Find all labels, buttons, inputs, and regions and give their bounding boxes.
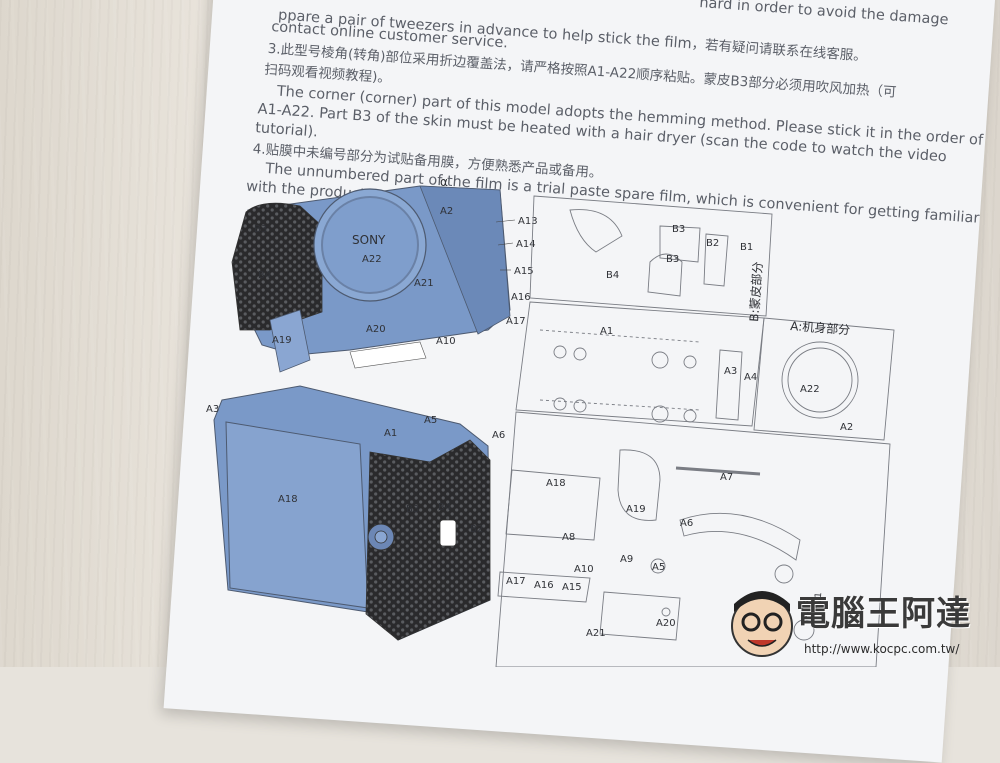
- front-label-a15: A15: [514, 266, 534, 277]
- camera-front-illustration: SONY α B3 B4 A22 A2 A21 A20 A19 A10 A13 …: [231, 175, 538, 373]
- film-label-b3-b: B3: [666, 254, 679, 265]
- front-label-b4: B4: [258, 270, 271, 281]
- film-label-a1: A1: [600, 326, 613, 337]
- front-label-a17: A17: [506, 316, 526, 327]
- front-label-a21: A21: [414, 278, 434, 289]
- film-label-a6: A6: [680, 518, 693, 529]
- film-label-b4: B4: [606, 270, 619, 281]
- film-label-a10: A10: [574, 564, 594, 575]
- back-label-a6: A6: [492, 430, 505, 441]
- front-label-a13: A13: [518, 216, 538, 227]
- back-label-b3: B3: [406, 504, 419, 515]
- film-label-a7: A7: [720, 472, 733, 483]
- film-label-a16: A16: [534, 580, 554, 591]
- back-label-a3: A3: [206, 404, 219, 415]
- back-label-b2: B2: [470, 524, 483, 535]
- film-label-a3: A3: [724, 366, 737, 377]
- watermark-url: http://www.kocpc.com.tw/: [804, 642, 960, 656]
- camera-alpha-logo: α: [440, 175, 448, 189]
- film-label-a5: A5: [652, 562, 665, 573]
- film-label-a17: A17: [506, 576, 526, 587]
- back-label-a18: A18: [278, 494, 298, 505]
- back-label-b4: B4: [438, 502, 451, 513]
- film-label-a15: A15: [562, 582, 582, 593]
- film-label-a8: A8: [562, 532, 575, 543]
- body-section-label: A:机身部分: [790, 318, 851, 337]
- front-label-a10: A10: [436, 336, 456, 347]
- diagram-layer: SONY α B3 B4 A22 A2 A21 A20 A19 A10 A13 …: [206, 175, 895, 667]
- front-label-a14: A14: [516, 239, 536, 250]
- film-cut-sheet: [495, 195, 895, 667]
- front-label-a19: A19: [272, 335, 292, 346]
- film-label-a20: A20: [656, 618, 676, 629]
- front-label-a2: A2: [440, 206, 453, 217]
- front-label-a20: A20: [366, 324, 386, 335]
- watermark-name: 電腦王阿達: [796, 594, 971, 634]
- film-label-a11: A11: [813, 592, 824, 610]
- front-label-a22: A22: [362, 254, 382, 265]
- film-label-a4: A4: [744, 372, 757, 383]
- film-label-b1: B1: [740, 242, 753, 253]
- film-label-a13: A13: [801, 600, 812, 618]
- back-label-a5: A5: [424, 415, 437, 426]
- film-label-b3-a: B3: [672, 224, 685, 235]
- front-label-b3: B3: [254, 224, 267, 235]
- film-label-a22: A22: [800, 384, 820, 395]
- film-label-a2: A2: [840, 422, 853, 433]
- film-label-b2: B2: [706, 238, 719, 249]
- back-label-a1: A1: [384, 428, 397, 439]
- film-label-a9: A9: [620, 554, 633, 565]
- camera-brand-label: SONY: [352, 233, 386, 247]
- camera-back-illustration: A3 A1 A5 A6 A18 B3 B4 B2: [206, 385, 505, 641]
- film-sheet-labels: B:蒙皮部分 A:机身部分 B3 B2 B1 B3 B4 A1 A3 A4 A2…: [506, 224, 853, 639]
- watermark-mascot-icon: [731, 591, 793, 657]
- skin-section-label: B:蒙皮部分: [746, 261, 765, 322]
- film-label-a19: A19: [626, 504, 646, 515]
- front-label-a16: A16: [511, 292, 531, 303]
- film-label-a21: A21: [586, 628, 606, 639]
- watermark: 電腦王阿達 http://www.kocpc.com.tw/: [736, 566, 1000, 667]
- film-label-a18: A18: [546, 478, 566, 489]
